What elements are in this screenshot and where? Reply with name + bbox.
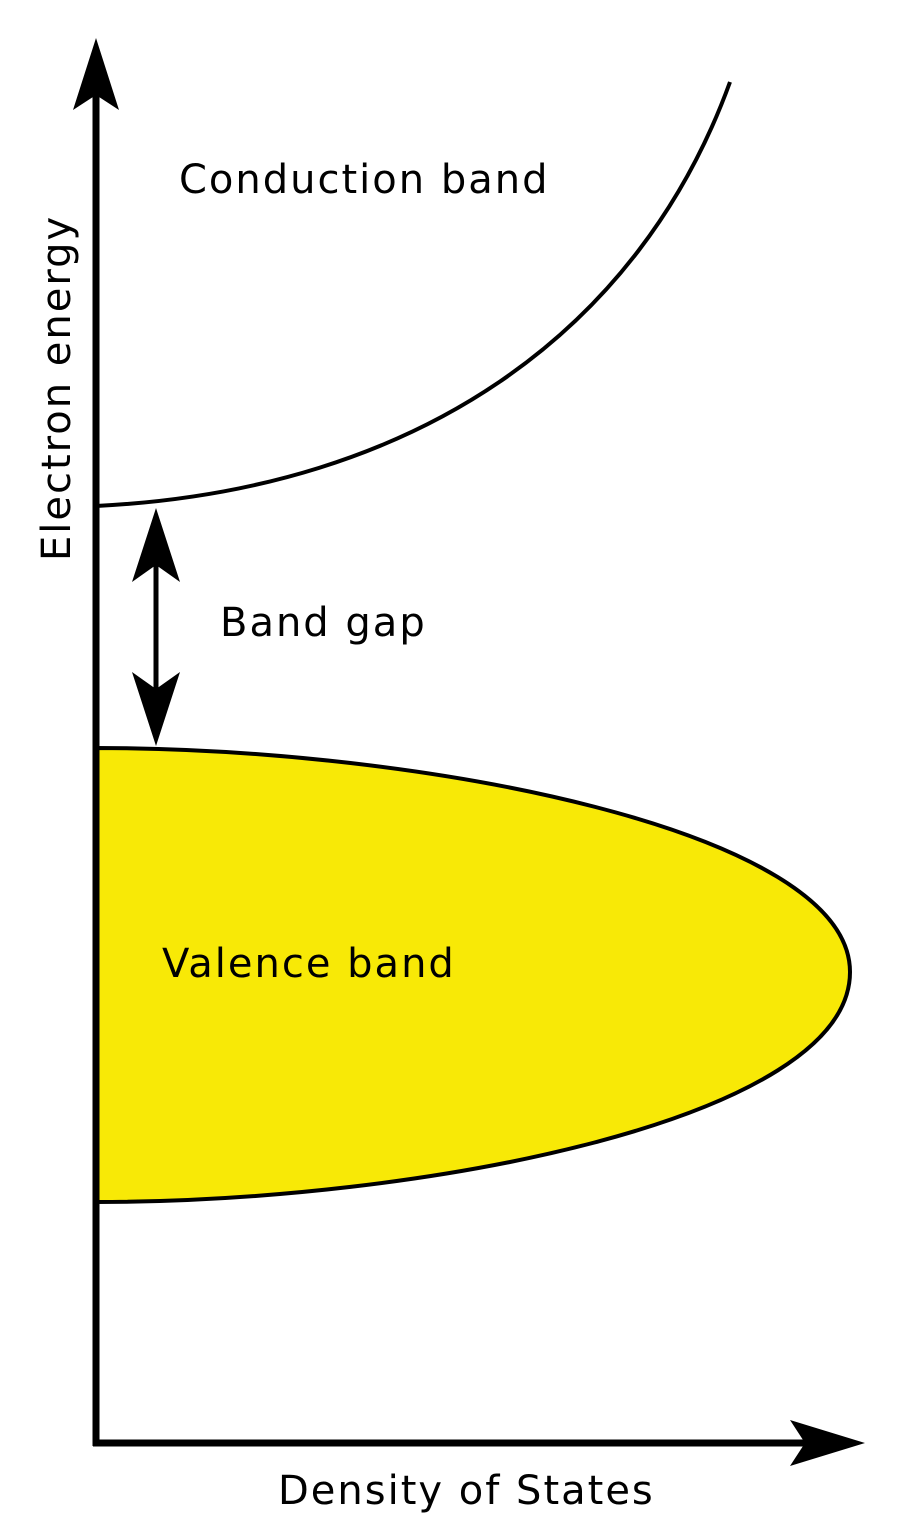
band-gap-label: Band gap xyxy=(220,600,427,646)
band-gap-arrow-down-head xyxy=(132,672,180,746)
x-axis-label: Density of States xyxy=(278,1468,655,1514)
band-gap-arrow-up-head xyxy=(132,508,180,582)
y-axis-label: Electron energy xyxy=(34,215,80,561)
valence-band-region xyxy=(94,745,853,1205)
x-axis-arrowhead xyxy=(790,1420,865,1466)
conduction-band-label: Conduction band xyxy=(179,157,549,203)
conduction-band-curve xyxy=(95,81,732,508)
valence-band-label: Valence band xyxy=(162,941,456,987)
y-axis-arrowhead xyxy=(73,38,119,110)
